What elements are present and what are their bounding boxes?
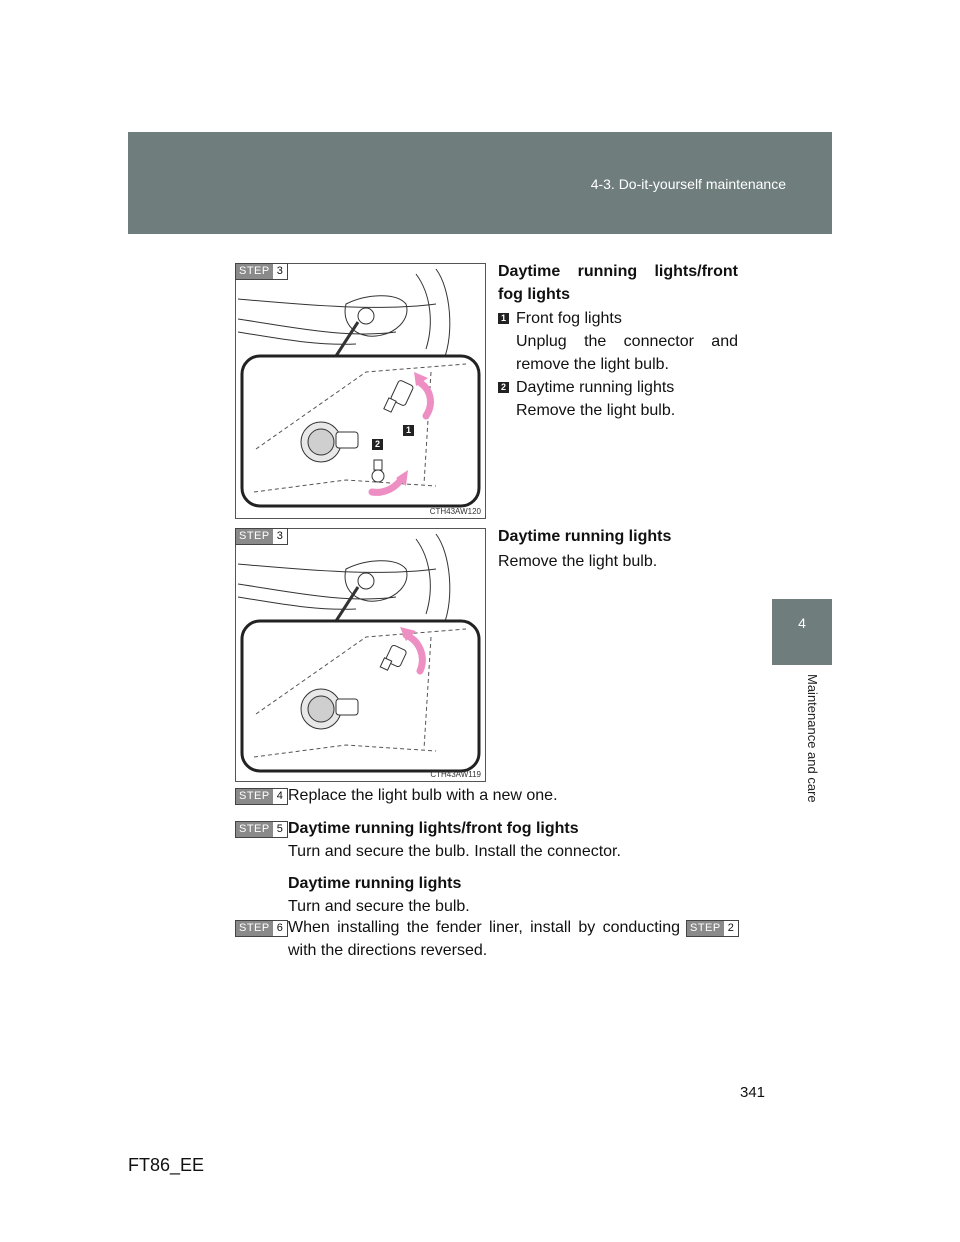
item-2-marker: 2 [498, 382, 509, 393]
step-word: STEP [236, 921, 273, 936]
chapter-number: 4 [798, 615, 806, 631]
step5-text-2: Turn and secure the bulb. [288, 898, 470, 915]
step-badge: STEP 6 [235, 920, 288, 937]
item-1-desc-cont: remove the light bulb. [516, 356, 669, 373]
step6-text-cont: with the directions reversed. [288, 942, 488, 959]
step-number: 3 [276, 265, 283, 277]
item-1-marker: 1 [498, 313, 509, 324]
step-badge: STEP 3 [235, 263, 288, 280]
item-2-label: Daytime running lights [516, 379, 675, 396]
step-number: 3 [276, 530, 283, 542]
document-id: FT86_EE [128, 1155, 205, 1175]
fig2-title: Daytime running lights [498, 528, 672, 545]
fig2-desc: Remove the light bulb. [498, 553, 658, 570]
callout-2: 2 [372, 439, 383, 450]
step-number: 6 [276, 922, 283, 934]
chapter-label: Maintenance and care [805, 674, 820, 803]
step-word: STEP [687, 921, 724, 936]
step5-title-2: Daytime running lights [288, 875, 462, 892]
bumper-fog-light-drawing [237, 268, 481, 508]
item-1-desc: Unplug the connector and [516, 333, 738, 350]
page-number: 341 [740, 1084, 766, 1101]
figure-code: CTH43AW120 [429, 507, 481, 516]
illustration-daytime-lights: CTH43AW119 [235, 528, 486, 782]
bumper-daytime-light-drawing [237, 533, 481, 773]
figure-code: CTH43AW119 [430, 770, 481, 779]
section-title: 4-3. Do-it-yourself maintenance [590, 176, 786, 192]
step-word: STEP [236, 529, 273, 544]
step-word: STEP [236, 822, 273, 837]
step5-title-1: Daytime running lights/front fog lights [288, 820, 579, 837]
step-number: 4 [276, 790, 283, 802]
step-number: 5 [276, 823, 283, 835]
item-1-label: Front fog lights [516, 310, 622, 327]
fig1-title: Daytime running lights/front [498, 263, 738, 280]
step5-text-1: Turn and secure the bulb. Install the co… [288, 843, 621, 860]
item-2-desc: Remove the light bulb. [516, 402, 676, 419]
step4-text: Replace the light bulb with a new one. [288, 787, 558, 804]
header-band: 4-3. Do-it-yourself maintenance [128, 132, 832, 234]
step-word: STEP [236, 789, 273, 804]
step-badge: STEP 3 [235, 528, 288, 545]
illustration-fog-and-daytime-lights: 1 2 CTH43AW120 [235, 263, 486, 519]
step6-text: When installing the fender liner, instal… [288, 919, 680, 936]
chapter-tab: 4 [772, 599, 832, 665]
step-badge: STEP 4 [235, 788, 288, 805]
step-badge: STEP 5 [235, 821, 288, 838]
fig1-title-cont: fog lights [498, 286, 570, 303]
step-number: 2 [727, 922, 734, 934]
step-word: STEP [236, 264, 273, 279]
step-reference-badge: STEP 2 [686, 920, 739, 937]
callout-1: 1 [403, 425, 414, 436]
